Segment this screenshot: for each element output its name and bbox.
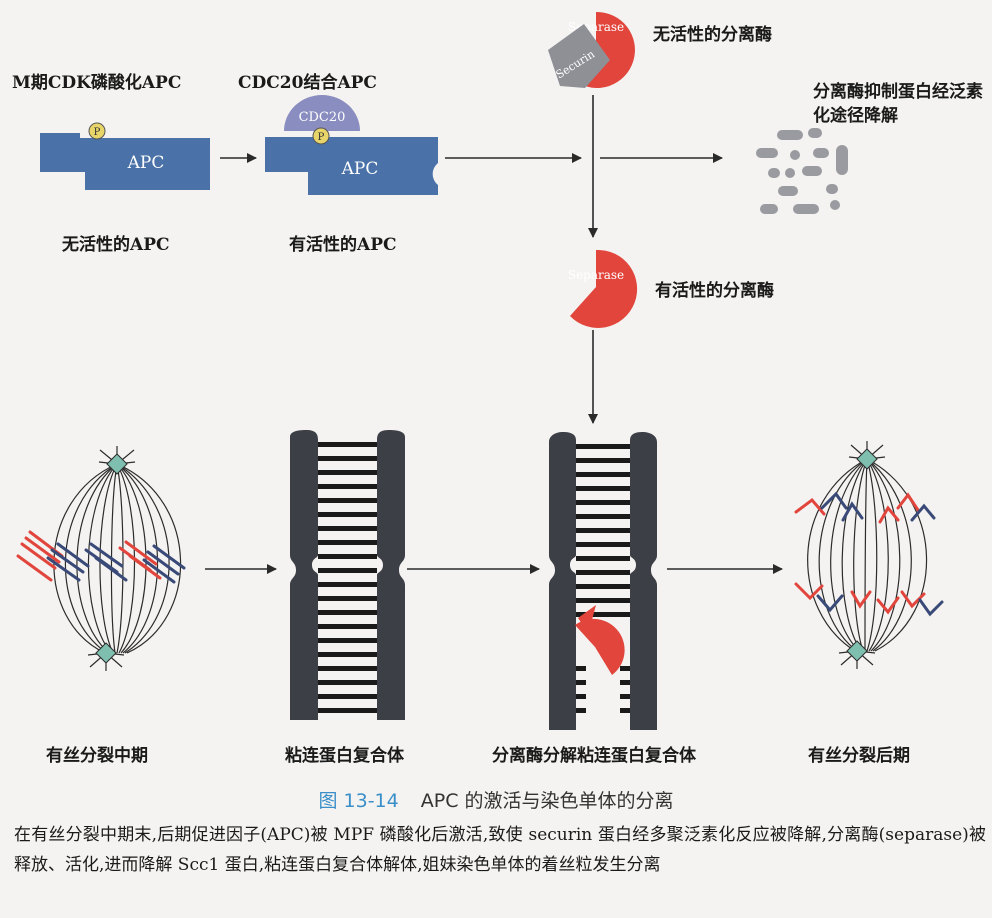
cohesin-cleavage: [549, 432, 657, 730]
inactive-apc: P APC: [40, 122, 210, 190]
cohesin-complex: [290, 430, 405, 720]
figure-caption: 图 13-14 APC 的激活与染色单体的分离: [0, 786, 992, 813]
apc-box-label: APC: [127, 153, 165, 173]
apc-box-label-2: APC: [341, 159, 379, 179]
inactive-separase-label: 无活性的分离酶: [653, 25, 772, 45]
active-separase: Separase: [568, 249, 638, 328]
inactive-separase-complex: Separase Securin: [548, 11, 635, 88]
anaphase-spindle: [794, 441, 944, 669]
metaphase-spindle: [16, 446, 186, 671]
stage-cohesin-label: 粘连蛋白复合体: [285, 746, 404, 766]
active-apc-caption: 有活性的APC: [289, 235, 397, 255]
active-separase-label: 有活性的分离酶: [655, 281, 774, 301]
arrows: [205, 95, 783, 574]
inactive-apc-caption: 无活性的APC: [62, 235, 170, 255]
stage-metaphase-label: 有丝分裂中期: [46, 746, 148, 766]
degraded-securin-fragments: [756, 128, 848, 214]
stage-cleavage-label: 分离酶分解粘连蛋白复合体: [492, 746, 696, 766]
figure-number: 图 13-14: [318, 790, 399, 812]
stage-anaphase-label: 有丝分裂后期: [808, 746, 910, 766]
phospho-label: P: [94, 127, 101, 138]
figure-description: 在有丝分裂中期末,后期促进因子(APC)被 MPF 磷酸化后激活,致使 secu…: [14, 825, 986, 875]
inactive-apc-title: M期CDK磷酸化APC: [12, 73, 182, 93]
active-apc: CDC20 P APC: [265, 95, 438, 195]
phospho-label-2: P: [318, 132, 325, 143]
figure-title: APC 的激活与染色单体的分离: [420, 790, 674, 812]
securin-degradation-label: 分离酶抑制蛋白经泛素化途径降解: [813, 82, 983, 126]
separase-text-2: Separase: [568, 268, 624, 282]
cdc20-label: CDC20: [299, 110, 346, 125]
active-apc-title: CDC20结合APC: [238, 73, 377, 93]
